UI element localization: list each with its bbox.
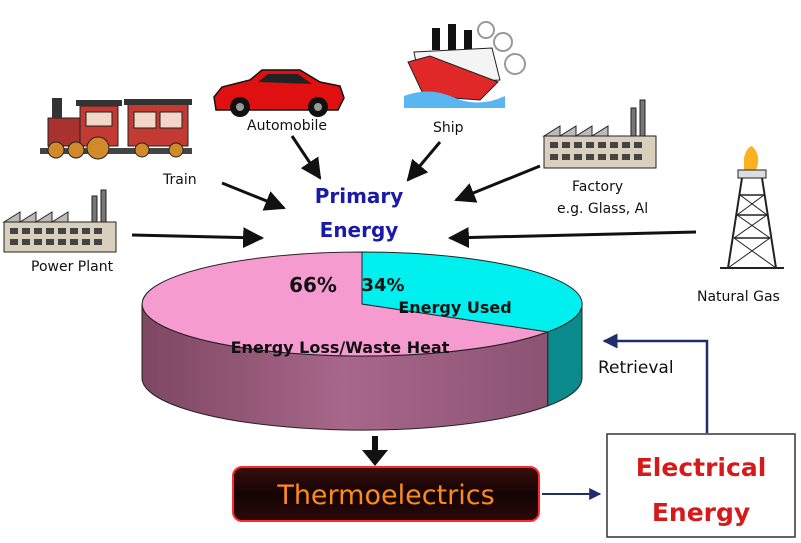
gas-rig-icon (720, 146, 784, 269)
factory-example-label: e.g. Glass, Al (557, 201, 648, 217)
ship-label: Ship (433, 120, 464, 136)
arrow-factory (454, 164, 541, 203)
energy-pie (141, 251, 583, 431)
power-plant-label: Power Plant (31, 259, 114, 275)
used-text-label: Energy Used (398, 298, 511, 317)
arrow-ship (406, 141, 442, 182)
train-label: Train (162, 172, 197, 188)
down-arrow (362, 436, 388, 466)
thermoelectrics-box (232, 466, 540, 522)
retrieval-label: Retrieval (598, 358, 674, 378)
automobile-icon (213, 69, 345, 117)
pie-slice-loss (141, 251, 548, 357)
thermoelectrics-label: Thermoelectrics (276, 480, 494, 511)
factory-label: Factory (572, 179, 623, 195)
arrow-automobile (290, 135, 322, 180)
primary-energy-line1: Primary (315, 184, 404, 208)
train-icon (40, 98, 192, 160)
ship-icon (404, 21, 526, 108)
automobile-label: Automobile (247, 118, 327, 134)
pie-slice-used (361, 251, 583, 333)
arrow-natural-gas (447, 227, 697, 249)
retrieval-arrow (602, 333, 709, 433)
primary-energy-line2: Energy (320, 218, 399, 242)
factory-icon (542, 99, 657, 169)
electrical-line2: Energy (652, 498, 750, 527)
arrow-power-plant (131, 227, 265, 249)
arrow-train (221, 181, 286, 211)
power-plant-icon (2, 189, 117, 253)
natural-gas-label: Natural Gas (697, 289, 780, 305)
electrical-line1: Electrical (636, 453, 767, 482)
electrical-energy-box (606, 433, 796, 538)
loss-percent-label: 66% (289, 273, 337, 297)
used-percent-label: 34% (361, 275, 404, 296)
loss-text-label: Energy Loss/Waste Heat (231, 338, 450, 357)
